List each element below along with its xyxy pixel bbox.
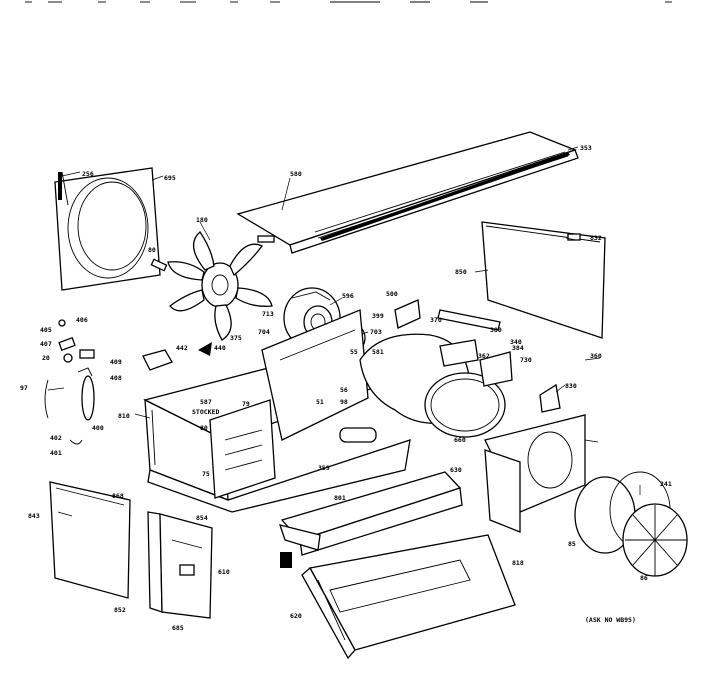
fan-clip-part <box>150 258 168 272</box>
bulkhead-part <box>484 414 586 533</box>
bracket-parts <box>394 299 561 413</box>
callout-801: 801 <box>334 494 346 502</box>
front-grille-part <box>301 534 516 660</box>
fan-shroud-part <box>54 167 161 291</box>
callout-500: 500 <box>386 290 398 298</box>
callout-854: 854 <box>196 514 208 522</box>
callout-695: 695 <box>164 174 176 182</box>
callout-408: 408 <box>110 374 122 382</box>
callout-442: 442 <box>176 344 188 352</box>
callout-581: 581 <box>372 348 384 356</box>
callout-51: 51 <box>316 398 324 406</box>
arrow-indicator <box>198 342 212 356</box>
callout-labels: 256 695 580 353 180 832 80 850 596 399 7… <box>20 144 672 632</box>
callout-380: 380 <box>490 326 502 334</box>
callout-353: 353 <box>580 144 592 152</box>
callout-703: 703 <box>370 328 382 336</box>
callout-868: 868 <box>112 492 124 500</box>
callout-596: 596 <box>342 292 354 300</box>
control-components-part <box>44 319 95 445</box>
callout-360: 360 <box>590 352 602 360</box>
callout-362: 362 <box>478 352 490 360</box>
callout-80-mid: 80 <box>200 424 208 432</box>
callout-241: 241 <box>660 480 672 488</box>
callout-852: 852 <box>114 606 126 614</box>
callout-660: 660 <box>454 436 466 444</box>
model-note: (ASK NO WB95) <box>585 616 636 624</box>
callout-610: 610 <box>218 568 230 576</box>
callout-401: 401 <box>50 449 62 457</box>
callout-704: 704 <box>258 328 270 336</box>
callout-stocked: STOCKED <box>192 408 219 416</box>
callout-832: 832 <box>590 234 602 242</box>
callout-256: 256 <box>82 170 94 178</box>
callout-587: 587 <box>200 398 212 406</box>
callout-384: 384 <box>512 344 524 352</box>
callout-56: 56 <box>340 386 348 394</box>
leader-lines <box>47 146 641 517</box>
callout-730: 730 <box>520 356 532 364</box>
rear-panel-part <box>481 221 606 339</box>
callout-340: 340 <box>510 338 522 346</box>
callout-55: 55 <box>350 348 358 356</box>
callout-79: 79 <box>242 400 250 408</box>
callout-818: 818 <box>512 559 524 567</box>
callout-407: 407 <box>40 340 52 348</box>
callout-370: 370 <box>430 316 442 324</box>
callout-97: 97 <box>20 384 28 392</box>
support-rod-part <box>58 172 62 200</box>
callout-402: 402 <box>50 434 62 442</box>
callout-399: 399 <box>372 312 384 320</box>
callout-409: 409 <box>110 358 122 366</box>
callout-850: 850 <box>455 268 467 276</box>
capacitor-block-part <box>142 349 173 371</box>
callout-85: 85 <box>568 540 576 548</box>
fan-blade-part <box>167 231 273 341</box>
side-panel-part <box>49 481 131 599</box>
callout-630: 630 <box>450 466 462 474</box>
callout-830: 830 <box>565 382 577 390</box>
callout-405: 405 <box>40 326 52 334</box>
callout-75: 75 <box>202 470 210 478</box>
callout-20: 20 <box>42 354 50 362</box>
control-bracket-part <box>147 511 213 619</box>
callout-713: 713 <box>262 310 274 318</box>
run-capacitor-part <box>339 427 377 443</box>
callout-400: 400 <box>92 424 104 432</box>
callout-843: 843 <box>28 512 40 520</box>
callout-80-top: 80 <box>148 246 156 254</box>
filter-clip-part <box>280 552 292 568</box>
callout-440: 440 <box>214 344 226 352</box>
callout-86: 86 <box>640 574 648 582</box>
callout-580: 580 <box>290 170 302 178</box>
front-tray-part <box>279 471 463 556</box>
callout-359: 359 <box>318 464 330 472</box>
callout-98: 98 <box>340 398 348 406</box>
callout-406: 406 <box>76 316 88 324</box>
control-panel-part <box>209 399 276 499</box>
evaporator-fan-part <box>574 471 688 577</box>
callout-375: 375 <box>230 334 242 342</box>
callout-810: 810 <box>118 412 130 420</box>
callout-180: 180 <box>196 216 208 224</box>
callout-685: 685 <box>172 624 184 632</box>
divider-wall-part <box>261 309 369 441</box>
callout-620: 620 <box>290 612 302 620</box>
top-cover-part <box>236 131 579 254</box>
